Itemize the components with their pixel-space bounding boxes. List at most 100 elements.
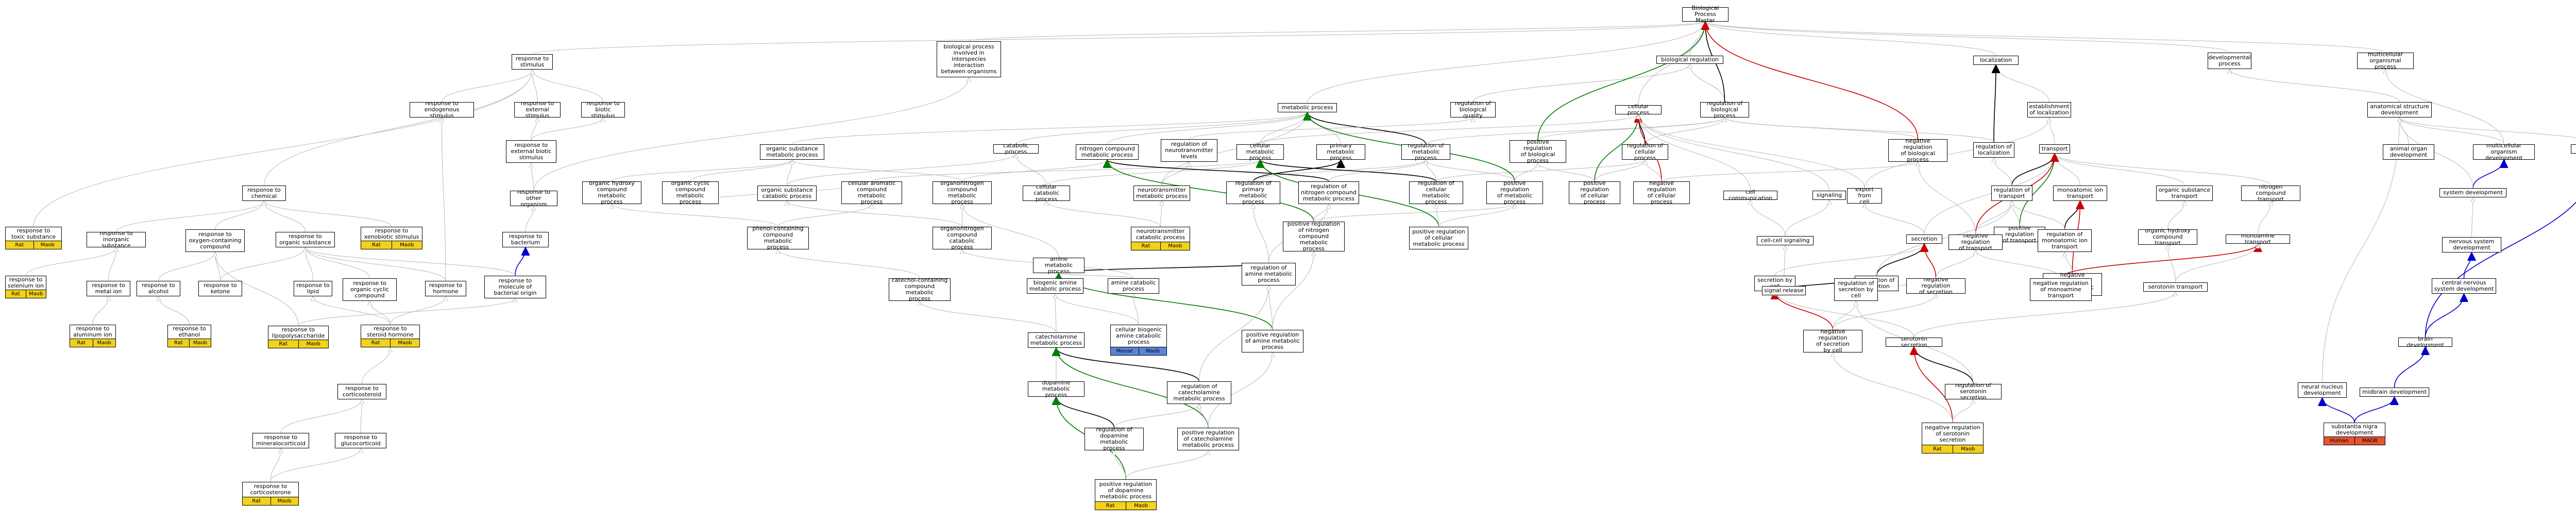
go-term-resp-metal[interactable]: response to metal ion <box>87 281 130 296</box>
go-term-catabolic[interactable]: catabolic process <box>993 143 1039 155</box>
go-term-dopamine-met[interactable]: dopamine metabolic process <box>1028 380 1084 398</box>
go-term-pos-reg-cell-met[interactable]: positive regulation of cellular metaboli… <box>1409 227 1468 249</box>
go-term-amine-cat[interactable]: amine catabolic process <box>1108 278 1159 294</box>
go-term-pos-reg-bio[interactable]: positive regulation of biological proces… <box>1510 139 1566 164</box>
go-term-reg-nitrogen-met[interactable]: regulation of nitrogen compound metaboli… <box>1298 181 1359 204</box>
go-term-cell-met[interactable]: cellular metabolic process <box>1236 143 1284 161</box>
go-term-neurotrans-cat[interactable]: neurotransmitter catabolic process <box>1131 227 1190 242</box>
go-term-resp-bacterium[interactable]: response to bacterium <box>502 232 549 247</box>
go-term-nervous-sys-dev[interactable]: nervous system development <box>2442 237 2501 253</box>
go-term-org-hydroxy-transport[interactable]: organic hydroxy compound transport <box>2138 228 2197 246</box>
go-term-resp-lps[interactable]: response to lipopolysaccharide <box>268 326 329 340</box>
go-term-resp-cortico-ster[interactable]: response to corticosterone <box>242 482 299 497</box>
go-term-head-dev[interactable]: head development <box>2571 144 2576 154</box>
go-term-resp-ketone[interactable]: response to ketone <box>198 281 242 296</box>
go-term-resp-chem[interactable]: response to chemical <box>242 186 286 201</box>
go-term-organonitrogen-met[interactable]: organonitrogen compound metabolic proces… <box>933 180 992 205</box>
go-term-amine-met[interactable]: amine metabolic process <box>1033 256 1084 275</box>
go-term-reg-secretion-cell[interactable]: regulation of secretion by cell <box>1834 278 1878 301</box>
go-term-cell-comm[interactable]: cell communication <box>1723 189 1777 201</box>
go-term-organonitrogen-cat[interactable]: organonitrogen compound catabolic proces… <box>933 226 992 250</box>
go-term-phenol-met[interactable]: phenol-containing compound metabolic pro… <box>747 226 809 250</box>
go-term-pos-reg-nitrogen[interactable]: positive regulation of nitrogen compound… <box>1283 221 1345 252</box>
go-term-reg-catechol-met[interactable]: regulation of catecholamine metabolic pr… <box>1167 381 1231 404</box>
go-term-secretion[interactable]: secretion <box>1906 234 1942 244</box>
go-term-biogenic-amine-met[interactable]: biogenic amine metabolic process <box>1027 278 1083 294</box>
go-term-nitrogen-transport[interactable]: nitrogen compound transport <box>2241 184 2300 203</box>
go-term-cell-biogenic-cat[interactable]: cellular biogenic amine catabolic proces… <box>1110 325 1167 347</box>
go-term-reg-bio-proc[interactable]: regulation of biological process <box>1700 100 1749 119</box>
go-term-transport[interactable]: transport <box>2039 144 2070 154</box>
go-term-resp-molecule-bact[interactable]: response to molecule of bacterial origin <box>484 276 546 298</box>
go-term-cell-catabolic[interactable]: cellular catabolic process <box>1023 184 1070 203</box>
go-term-reg-amine-met[interactable]: regulation of amine metabolic process <box>1242 263 1296 285</box>
go-term-pos-reg-amine[interactable]: positive regulation of amine metabolic p… <box>1242 330 1303 352</box>
go-term-reg-transport[interactable]: regulation of transport <box>1991 186 2032 201</box>
go-term-signaling[interactable]: signaling <box>1812 191 1846 200</box>
go-term-animal-organ-dev[interactable]: animal organ development <box>2383 144 2434 160</box>
go-term-establish-loc[interactable]: establishment of localization <box>2027 102 2071 117</box>
go-term-neg-reg-transport[interactable]: negative regulation of transport <box>1948 233 2003 251</box>
go-term-metabolic[interactable]: metabolic process <box>1278 103 1337 112</box>
go-term-resp-endo[interactable]: response to endogenous stimulus <box>410 100 474 119</box>
go-term-reg-cell-met[interactable]: regulation of cellular metabolic process <box>1409 180 1463 205</box>
go-term-monoatomic-ion[interactable]: monoatomic ion transport <box>2053 186 2107 201</box>
go-term-org-hydroxy-met[interactable]: organic hydroxy compound metabolic proce… <box>582 180 641 205</box>
go-term-reg-serotonin-sec[interactable]: regulation of serotonin secretion <box>1945 382 2002 401</box>
go-term-resp-gluco[interactable]: response to glucocorticoid <box>335 433 386 448</box>
go-term-monoamine-transport[interactable]: monoamine transport <box>2226 233 2290 245</box>
go-term-resp-selenium[interactable]: response to selenium ion <box>5 276 46 290</box>
go-term-catechol-met[interactable]: catechol-containing compound metabolic p… <box>889 277 951 302</box>
go-term-resp-aluminum[interactable]: response to aluminum ion <box>70 325 116 339</box>
go-term-cellular-process[interactable]: cellular process <box>1615 104 1662 116</box>
go-term-midbrain-dev[interactable]: midbrain development <box>2360 388 2429 397</box>
go-term-resp-biotic[interactable]: response to biotic stimulus <box>581 100 625 119</box>
go-term-primary-met[interactable]: primary metabolic process <box>1316 143 1365 161</box>
go-term-resp-xeno[interactable]: response to xenobiotic stimulus <box>361 227 422 241</box>
go-term-pos-reg-met[interactable]: positive regulation of metabolic process <box>1486 180 1543 205</box>
go-term-reg-dopamine-met[interactable]: regulation of dopamine metabolic process <box>1084 427 1144 451</box>
go-term-substantia-nigra[interactable]: substantia nigra development <box>2324 423 2385 437</box>
go-term-neurotrans-met[interactable]: neurotransmitter metabolic process <box>1133 186 1190 201</box>
go-term-resp-alcohol[interactable]: response to alcohol <box>137 281 180 296</box>
go-term-bio-reg[interactable]: biological regulation <box>1656 56 1723 64</box>
go-term-bp[interactable]: Biological Process Master <box>1682 5 1728 24</box>
go-term-multi-proc[interactable]: multicellular organismal process <box>2357 52 2414 70</box>
go-term-neuron-nucleus[interactable]: neural nucleus development <box>2298 382 2347 398</box>
go-term-reg-localization[interactable]: regulation of localization <box>1973 142 2014 158</box>
go-term-serotonin-transport[interactable]: serotonin transport <box>2143 282 2208 292</box>
go-term-resp-steroid[interactable]: response to steroid hormone <box>361 325 420 339</box>
go-term-cell-cell-signal[interactable]: cell-cell signaling <box>1757 236 1814 245</box>
go-term-neg-reg-monoamine[interactable]: negative regulation of monoamine transpo… <box>2030 278 2092 301</box>
go-term-bp-interspecies[interactable]: biological process involved in interspec… <box>937 41 1001 77</box>
go-term-resp-lipid[interactable]: response to lipid <box>294 281 332 296</box>
go-term-resp-mineralo[interactable]: response to mineralocorticoid <box>252 433 309 448</box>
go-term-reg-met[interactable]: regulation of metabolic process <box>1401 143 1450 161</box>
go-term-reg-monoatomic[interactable]: regulation of monoatomic ion transport <box>2038 229 2092 252</box>
go-term-org-sub-cat[interactable]: organic substance catabolic process <box>757 186 817 201</box>
go-term-resp-inorganic[interactable]: response to inorganic substance <box>87 230 146 249</box>
go-term-reg-primary-met[interactable]: regulation of primary metabolic process <box>1226 180 1280 205</box>
go-term-pos-reg-dopamine[interactable]: positive regulation of dopamine metaboli… <box>1095 479 1157 502</box>
go-term-org-sub-met[interactable]: organic substance metabolic process <box>760 144 824 160</box>
go-term-resp-hormone[interactable]: response to hormone <box>425 281 466 296</box>
go-term-neg-reg-serotonin-sec[interactable]: negative regulation of serotonin secreti… <box>1922 423 1984 445</box>
go-term-serotonin-sec[interactable]: serotonin secretion <box>1886 336 1942 348</box>
go-term-resp-org-cyclic[interactable]: response to organic cyclic compound <box>343 278 397 301</box>
go-term-multi-org-dev[interactable]: multicellular organism development <box>2473 143 2535 161</box>
go-term-neg-reg-sec-cell[interactable]: negative regulation of secretion by cell <box>1803 329 1862 354</box>
go-term-resp-ext[interactable]: response to external stimulus <box>514 100 561 119</box>
go-term-resp-organic[interactable]: response to organic substance <box>276 232 335 247</box>
go-term-reg-neuro-levels[interactable]: regulation of neurotransmitter levels <box>1161 139 1217 162</box>
go-term-localization[interactable]: localization <box>1973 56 2019 65</box>
go-term-neg-reg-bio[interactable]: negative regulation of biological proces… <box>1888 138 1947 163</box>
go-term-pos-reg-cell[interactable]: positive regulation of cellular process <box>1569 180 1620 205</box>
go-term-dev-proc[interactable]: developmental process <box>2208 53 2251 69</box>
go-term-resp-oxygen[interactable]: response to oxygen-containing compound <box>185 229 245 252</box>
go-term-export-cell[interactable]: export from cell <box>1847 187 1882 205</box>
go-term-reg-bio-quality[interactable]: regulation of biological quality <box>1450 100 1496 119</box>
go-term-org-sub-transport[interactable]: organic substance transport <box>2156 186 2213 201</box>
go-term-org-cyclic-met[interactable]: organic cyclic compound metabolic proces… <box>662 180 719 205</box>
go-term-anat-struct[interactable]: anatomical structure development <box>2367 102 2432 117</box>
go-term-cns-dev[interactable]: central nervous system development <box>2432 278 2496 294</box>
